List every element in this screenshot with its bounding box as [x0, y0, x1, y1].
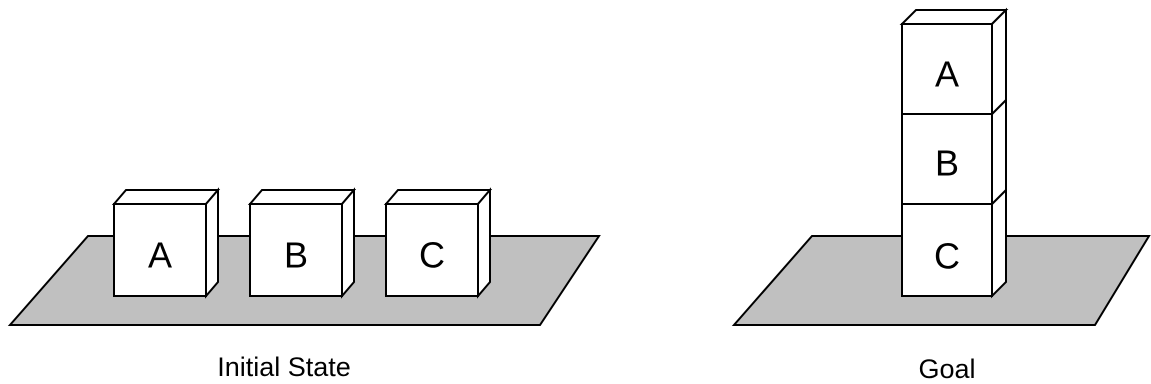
goal-block-a: A [899, 7, 1009, 117]
initial-block-b: B [247, 187, 357, 299]
initial-block-c: C [383, 187, 493, 299]
initial-block-a: A [111, 187, 221, 299]
goal-block-c-label: C [934, 236, 960, 277]
goal-panel: C B A Goal [731, 7, 1151, 384]
initial-block-a-label: A [148, 235, 172, 276]
goal-block-c: C [901, 187, 1007, 299]
goal-block-a-label: A [935, 54, 959, 95]
goal-block-b-label: B [935, 143, 959, 184]
goal-caption: Goal [918, 354, 975, 384]
initial-state-panel: A B C Initial State [7, 187, 601, 382]
initial-block-b-label: B [284, 235, 308, 276]
goal-block-b: B [901, 97, 1007, 207]
initial-state-caption: Initial State [217, 352, 351, 382]
initial-block-c-label: C [419, 235, 445, 276]
